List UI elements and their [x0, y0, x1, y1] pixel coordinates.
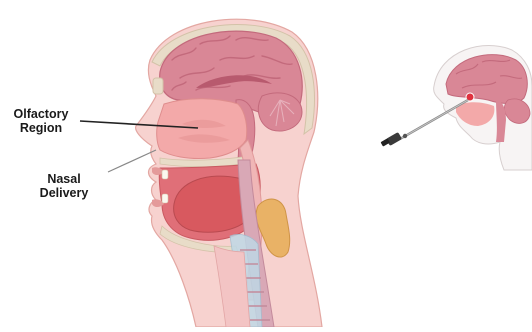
nasal-cavity [157, 99, 247, 159]
nasal-label-line1: Nasal [34, 172, 94, 186]
cerebellum [258, 93, 302, 131]
frontal-sinus [153, 78, 163, 94]
endoscope-head-inset [381, 46, 532, 171]
olfactory-label-line2: Region [4, 121, 78, 135]
head-sagittal-section [136, 19, 322, 327]
nasal-endoscope-icon [381, 100, 468, 147]
nasal-label-line2: Delivery [34, 186, 94, 200]
olfactory-region-label: Olfactory Region [4, 107, 78, 135]
olfactory-label-line1: Olfactory [4, 107, 78, 121]
nasal-delivery-label: Nasal Delivery [34, 172, 94, 200]
nasal-pointer-line [108, 150, 156, 172]
